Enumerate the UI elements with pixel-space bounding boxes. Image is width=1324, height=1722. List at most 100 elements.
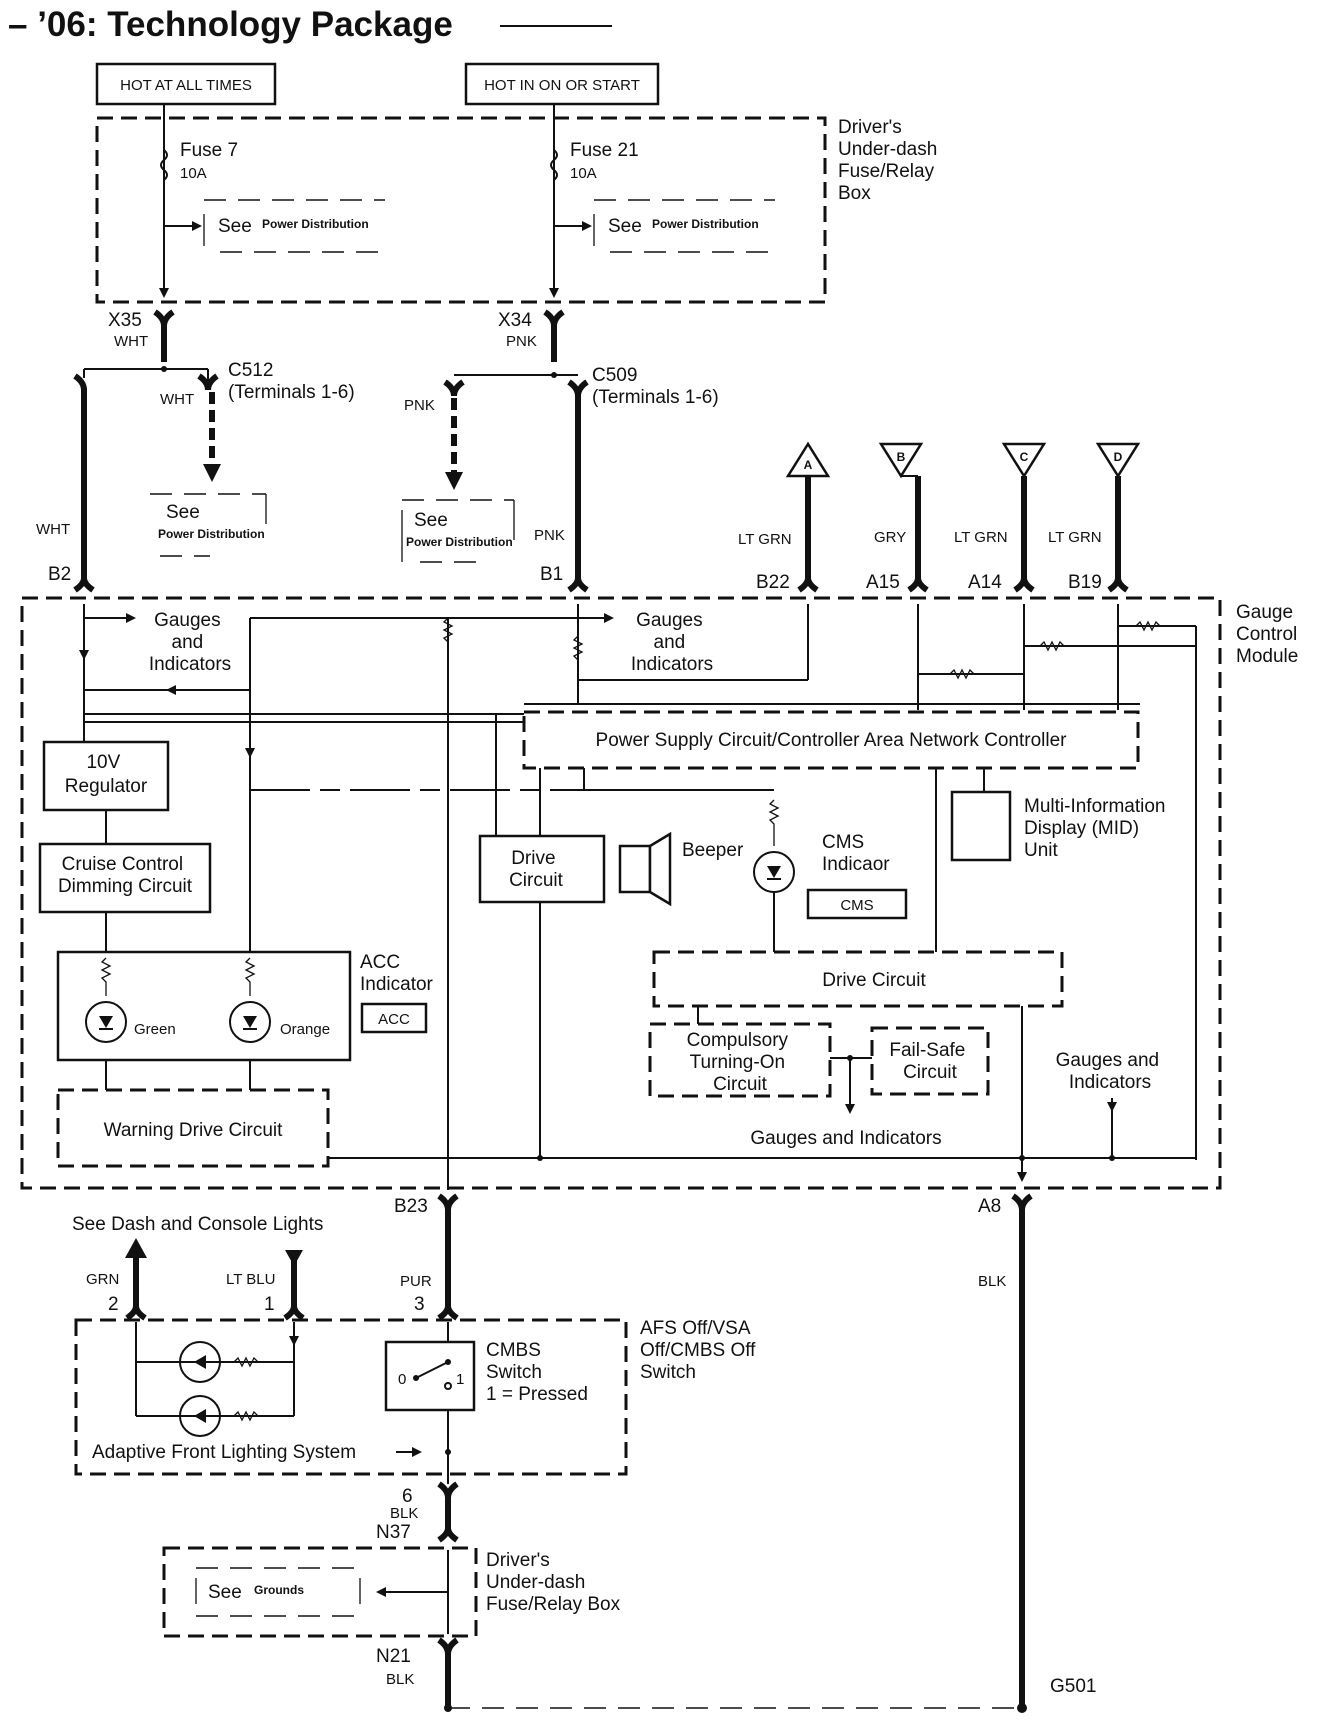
x34-color: PNK [506, 333, 537, 350]
a15-color: GRY [874, 529, 906, 546]
c509-pnk-color: PNK [404, 397, 435, 414]
fuse21-name: Fuse 21 [570, 140, 639, 161]
power-supply-can-label: Power Supply Circuit/Controller Area Net… [596, 730, 1068, 751]
fuse21-see[interactable]: See [608, 216, 642, 237]
cmbs-switch-label: CMBS Switch 1 = Pressed [486, 1340, 588, 1405]
bus-junction-2 [1019, 1155, 1025, 1161]
green-led-diode [99, 1016, 113, 1028]
acc-tag-text: ACC [378, 1011, 410, 1028]
b19-label: B19 [1068, 572, 1102, 593]
fuse-box-bottom-label: Driver's Under-dash Fuse/Relay Box [486, 1550, 621, 1615]
b23-pin [437, 1193, 459, 1211]
offpage-d[interactable]: D [1095, 442, 1141, 479]
gauges-indicators-inline: Gauges and Indicators [750, 1128, 941, 1149]
grn-arrow [125, 1238, 147, 1258]
fuse21-power-distribution-ref[interactable]: Power Distribution [652, 217, 759, 231]
afs-switch-label: AFS Off/VSA Off/CMBS Off Switch [640, 1318, 761, 1383]
fuse7-power-distribution-ref[interactable]: Power Distribution [262, 217, 369, 231]
gauges-right-arrow [1107, 1102, 1117, 1112]
afs-led2-icon[interactable] [179, 1395, 221, 1437]
drive-circuit-beeper-label: Drive Circuit [509, 848, 564, 891]
grounds-see[interactable]: See [208, 1582, 242, 1603]
b22-pin [797, 577, 819, 593]
x35-connector [153, 309, 175, 362]
green-label: Green [134, 1021, 176, 1038]
pin1 [283, 1305, 305, 1321]
b19-resistor [1135, 620, 1161, 632]
c509-label: C509 [592, 365, 637, 386]
a15-label: A15 [866, 572, 900, 593]
c509-terminals: (Terminals 1-6) [592, 387, 719, 408]
mid-unit-label: Multi-Information Display (MID) Unit [1024, 796, 1171, 861]
pin6-label: 6 [402, 1486, 413, 1507]
c512-junction [161, 366, 167, 372]
a15-pin [907, 577, 929, 593]
c509-right-pin [567, 379, 589, 397]
fuse21-rating: 10A [570, 165, 597, 182]
afs-led2-resistor [233, 1410, 259, 1422]
c512-label: C512 [228, 360, 273, 381]
b19-color: LT GRN [1048, 529, 1102, 546]
c512-power-distribution-ref[interactable]: Power Distribution [158, 527, 265, 541]
n21-pin [437, 1637, 459, 1655]
pin6-color: BLK [390, 1505, 418, 1522]
offpage-a[interactable]: A [785, 441, 831, 478]
cmbs-switch-box[interactable] [384, 1340, 476, 1412]
green-led-icon[interactable] [85, 1001, 127, 1043]
c509-see[interactable]: See [414, 510, 448, 531]
n37-pin [437, 1527, 459, 1543]
lt-blu-diode [289, 1336, 299, 1346]
x34-label: X34 [498, 310, 532, 331]
b1-resistor [572, 635, 584, 672]
a14-pin [1013, 577, 1035, 593]
x35-color: WHT [114, 333, 148, 350]
a8-blk-color: BLK [978, 1273, 1006, 1290]
fuse-relay-box-top [95, 116, 827, 304]
c512-terminals: (Terminals 1-6) [228, 382, 355, 403]
fuse7-name: Fuse 7 [180, 140, 238, 161]
pin2-label: 2 [108, 1294, 119, 1315]
orange-led-icon[interactable] [229, 1001, 271, 1043]
n37-label: N37 [376, 1522, 411, 1543]
a14-label: A14 [968, 572, 1002, 593]
fuse7-see[interactable]: See [218, 216, 252, 237]
cmbs-switch-contact-0 [413, 1375, 419, 1381]
c509-left-pin [443, 379, 465, 397]
offpage-d-triangle [1095, 442, 1141, 479]
acc-indicator-box [56, 950, 352, 1062]
offpage-b-triangle [878, 442, 924, 479]
n21-label: N21 [376, 1646, 411, 1667]
diagram-title: – ’06: Technology Package [8, 5, 453, 44]
pur-junction [445, 1449, 451, 1455]
afs-led1-diode [194, 1355, 206, 1369]
power-supply-can-box [522, 710, 1140, 770]
pin6 [437, 1481, 459, 1499]
gauges-indicators-mid: Gauges and Indicators [631, 610, 713, 675]
grn-color: GRN [86, 1271, 119, 1288]
a8-label: A8 [978, 1196, 1001, 1217]
dash-console-lights-ref[interactable]: See Dash and Console Lights [72, 1214, 323, 1235]
a15-resistor [949, 668, 975, 680]
beeper-label: Beeper [682, 840, 744, 861]
fuse7-symbol [160, 149, 168, 181]
grounds-ref[interactable]: Grounds [254, 1583, 304, 1597]
compulsory-label: Compulsory Turning-On Circuit [687, 1030, 794, 1095]
offpage-b[interactable]: B [878, 442, 924, 479]
beeper-speaker-icon [648, 831, 672, 907]
c512-see[interactable]: See [166, 502, 200, 523]
cms-tag-text: CMS [840, 897, 873, 914]
fuse7-rating: 10A [180, 165, 207, 182]
b22-label: B22 [756, 572, 790, 593]
pin1-label: 1 [264, 1294, 275, 1315]
a8-pin [1011, 1193, 1033, 1211]
afs-led1-icon[interactable] [179, 1341, 221, 1383]
c512-wht-color: WHT [160, 391, 194, 408]
hot-on-start-label: HOT IN ON OR START [484, 77, 640, 94]
offpage-c[interactable]: C [1001, 442, 1047, 479]
c509-junction [551, 372, 557, 378]
failsafe-label: Fail-Safe Circuit [889, 1040, 970, 1083]
fuse21-symbol [550, 149, 558, 181]
c509-arrow [445, 472, 463, 490]
c509-power-distribution-ref[interactable]: Power Distribution [406, 535, 513, 549]
